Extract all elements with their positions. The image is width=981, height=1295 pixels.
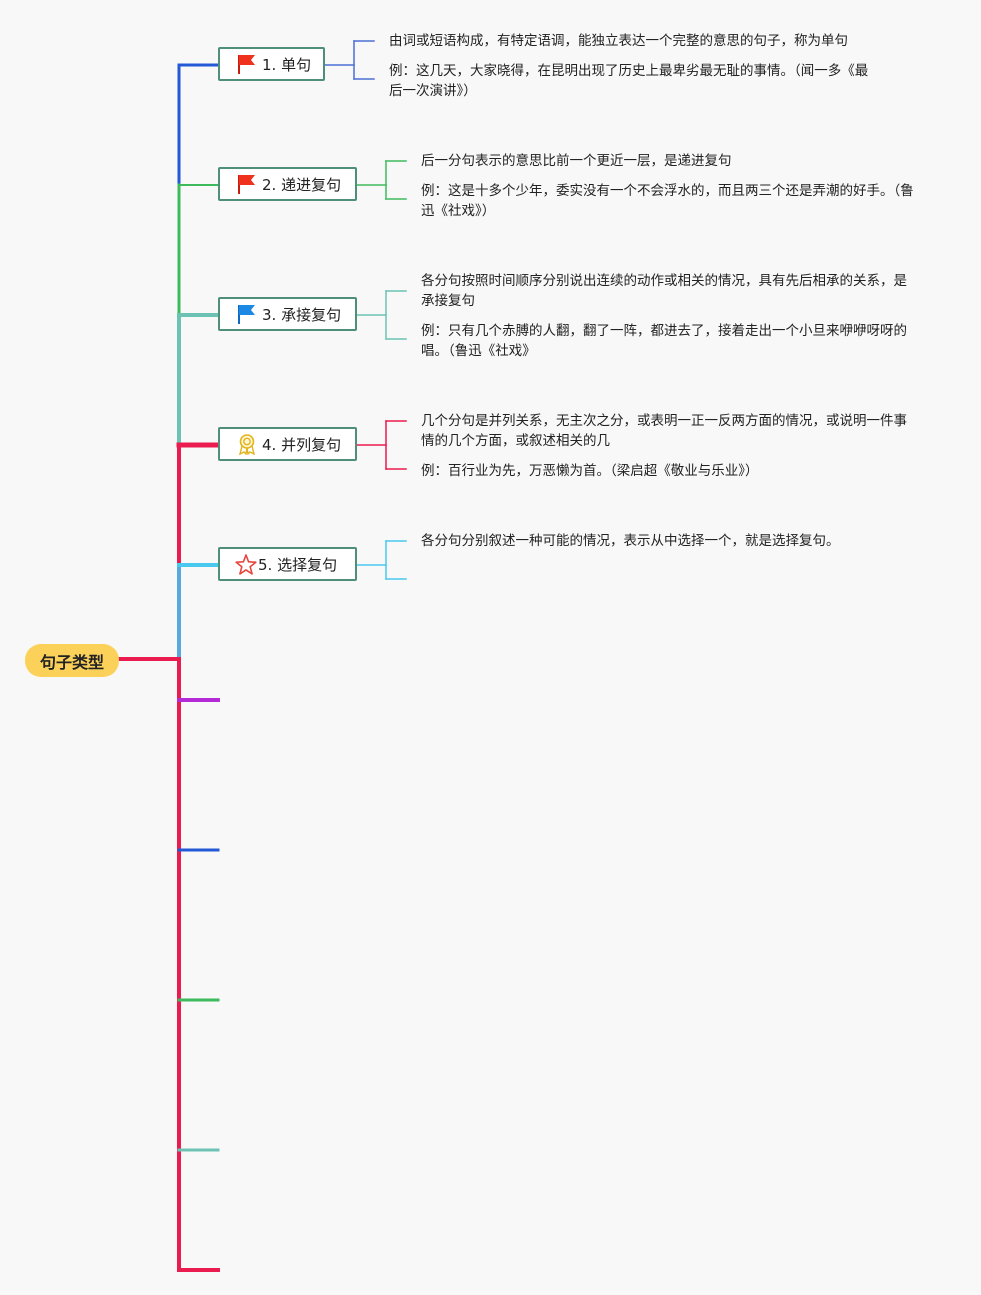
star-icon [234,553,257,575]
root-topic[interactable]: 句子类型 [25,644,119,677]
leaf-text: 各分句按照时间顺序分别说出连续的动作或相关的情况，具有先后相承的关系，是承接复句 [421,273,907,309]
leaf-text: 由词或短语构成，有特定语调，能独立表达一个完整的意思的句子，称为单句 [389,33,848,49]
root-label: 句子类型 [39,652,104,672]
topic-label: 2. 递进复句 [262,175,342,194]
topic-alternative-complex[interactable]: 5. 选择复句 [218,547,357,581]
leaf-text: 例：这几天，大家晓得，在昆明出现了历史上最卑劣最无耻的事情。（闻一多《最后一次演… [389,63,869,99]
topic-label: 1. 单句 [262,55,312,74]
medal-icon [236,433,258,456]
leaf-text: 各分句分别叙述一种可能的情况，表示从中选择一个，就是选择复句。 [421,533,840,549]
red-flag-icon [236,173,258,195]
topic-label: 4. 并列复句 [262,435,342,454]
leaf-text: 例：只有几个赤膊的人翻，翻了一阵，都进去了，接着走出一个小旦来咿咿呀呀的唱。（鲁… [421,323,907,359]
topic-progressive-complex[interactable]: 2. 递进复句 [218,167,357,201]
leaf-text: 例：百行业为先，万恶懒为首。（梁启超《敬业与乐业》） [421,463,759,479]
topic-label: 3. 承接复句 [262,305,342,324]
leaf-text: 后一分句表示的意思比前一个更近一层，是递进复句 [421,153,732,169]
topic-successive-complex[interactable]: 3. 承接复句 [218,297,357,331]
leaf-text: 几个分句是并列关系，无主次之分，或表明一正一反两方面的情况，或说明一件事情的几个… [421,413,907,449]
topic-simple-sentence[interactable]: 1. 单句 [218,47,325,81]
red-flag-icon [236,53,258,75]
topic-coordinate-complex[interactable]: 4. 并列复句 [218,427,357,461]
blue-flag-icon [236,303,258,325]
topic-label: 5. 选择复句 [258,555,338,574]
leaf-text: 例：这是十多个少年，委实没有一个不会浮水的，而且两三个还是弄潮的好手。（鲁迅《社… [421,183,914,219]
